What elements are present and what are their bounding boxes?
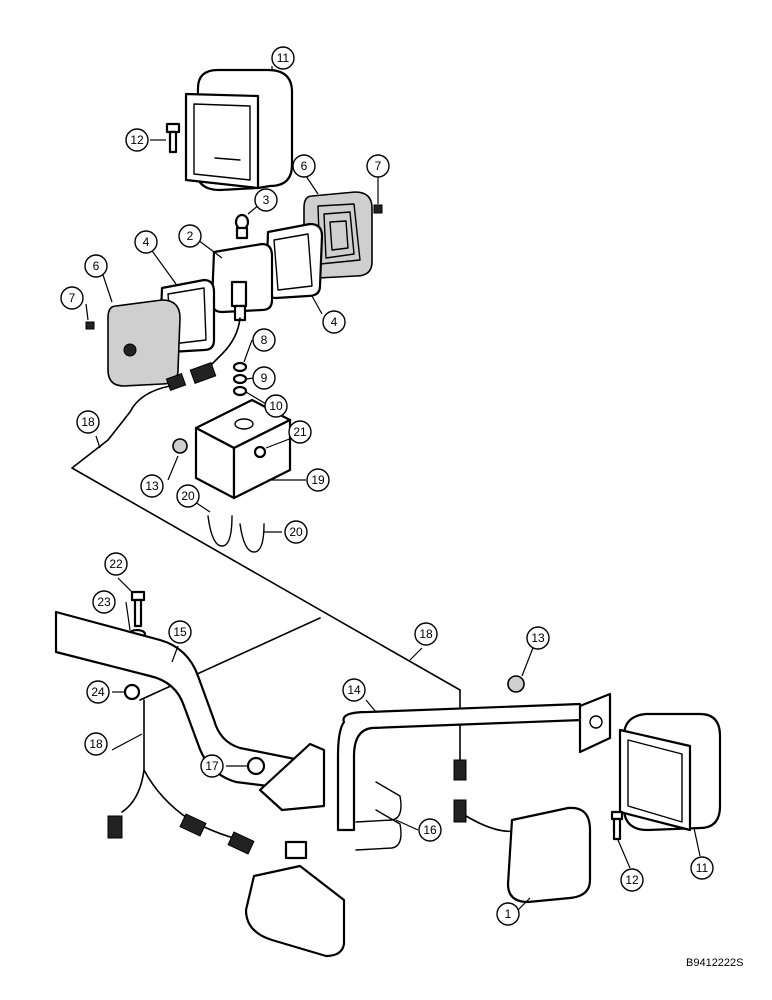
svg-text:15: 15 xyxy=(173,625,187,639)
callout-17: 17 xyxy=(200,754,224,778)
mounting-arm-right xyxy=(336,702,584,832)
svg-text:11: 11 xyxy=(696,861,709,875)
lamp-housing-top xyxy=(184,68,294,192)
callout-24: 24 xyxy=(86,680,110,704)
bulb xyxy=(234,213,250,240)
callout-6-left: 6 xyxy=(84,254,108,278)
work-lamp-right xyxy=(506,806,592,904)
nut-13-lower xyxy=(507,675,525,693)
svg-text:16: 16 xyxy=(423,823,437,837)
nut-24 xyxy=(123,683,141,701)
lamp-housing-right xyxy=(618,712,722,832)
callout-19: 19 xyxy=(306,468,330,492)
nut xyxy=(232,385,248,397)
callout-3: 3 xyxy=(254,188,278,212)
gasket-right xyxy=(264,222,324,300)
bolt-22 xyxy=(127,590,147,640)
svg-text:13: 13 xyxy=(531,631,545,645)
svg-text:11: 11 xyxy=(277,51,290,65)
callout-13-lower: 13 xyxy=(526,626,550,650)
svg-text:17: 17 xyxy=(205,759,219,773)
callout-16: 16 xyxy=(418,818,442,842)
mounting-arm-left xyxy=(54,610,326,812)
svg-text:6: 6 xyxy=(93,259,100,273)
callout-21: 21 xyxy=(288,420,312,444)
callout-11-right: 11 xyxy=(690,856,714,880)
connector-right-1 xyxy=(453,759,467,781)
callout-14: 14 xyxy=(342,678,366,702)
washer xyxy=(232,361,248,373)
callout-7-left: 7 xyxy=(60,286,84,310)
svg-text:10: 10 xyxy=(269,399,283,413)
callout-12-right: 12 xyxy=(620,868,644,892)
callout-15: 15 xyxy=(168,620,192,644)
nut-17 xyxy=(246,756,266,776)
callout-18-upper: 18 xyxy=(76,410,100,434)
u-bolt-lower xyxy=(355,781,402,823)
callout-4-right: 4 xyxy=(322,310,346,334)
svg-text:1: 1 xyxy=(505,907,512,921)
svg-text:4: 4 xyxy=(143,235,150,249)
lock-washer xyxy=(232,373,248,385)
callout-18-right: 18 xyxy=(414,622,438,646)
bracket-nut xyxy=(253,445,267,459)
nut-13-upper xyxy=(172,438,188,454)
callout-10: 10 xyxy=(264,394,288,418)
svg-text:19: 19 xyxy=(311,473,325,487)
callout-12-top: 12 xyxy=(125,128,149,152)
svg-text:23: 23 xyxy=(97,595,111,609)
svg-text:21: 21 xyxy=(293,425,307,439)
svg-text:2: 2 xyxy=(187,229,194,243)
svg-text:13: 13 xyxy=(145,479,159,493)
callout-2: 2 xyxy=(178,224,202,248)
svg-text:20: 20 xyxy=(289,525,303,539)
callout-8: 8 xyxy=(252,328,276,352)
connector-upper xyxy=(189,362,217,384)
callout-1: 1 xyxy=(496,902,520,926)
svg-text:18: 18 xyxy=(419,627,433,641)
svg-text:12: 12 xyxy=(130,133,144,147)
screw-top-right xyxy=(373,204,383,214)
callout-23: 23 xyxy=(92,590,116,614)
drawing-reference-code: B9412222S xyxy=(686,957,744,969)
lamp-bracket-small xyxy=(284,840,308,860)
svg-text:22: 22 xyxy=(109,557,123,571)
svg-text:7: 7 xyxy=(69,291,76,305)
leader-lines xyxy=(85,66,701,913)
svg-text:18: 18 xyxy=(89,737,103,751)
callout-4-left: 4 xyxy=(134,230,158,254)
u-bolt-upper xyxy=(207,515,233,547)
svg-text:6: 6 xyxy=(301,159,308,173)
callout-6-right: 6 xyxy=(292,154,316,178)
svg-text:4: 4 xyxy=(331,315,338,329)
callout-20-lower: 20 xyxy=(284,520,308,544)
screw-left xyxy=(85,321,95,330)
svg-text:18: 18 xyxy=(81,415,95,429)
callout-9: 9 xyxy=(252,366,276,390)
svg-text:7: 7 xyxy=(375,159,382,173)
lamp-base-plate xyxy=(210,242,274,322)
svg-text:9: 9 xyxy=(261,371,268,385)
svg-text:8: 8 xyxy=(261,333,268,347)
work-lamp-lower xyxy=(244,864,346,958)
callout-11-top: 11 xyxy=(271,46,295,70)
svg-text:14: 14 xyxy=(347,683,361,697)
callout-13-upper: 13 xyxy=(140,474,164,498)
callout-20-upper: 20 xyxy=(176,484,200,508)
svg-text:20: 20 xyxy=(181,489,195,503)
svg-text:12: 12 xyxy=(625,873,639,887)
callout-18-lower: 18 xyxy=(84,732,108,756)
svg-text:24: 24 xyxy=(91,685,105,699)
callout-22: 22 xyxy=(104,552,128,576)
svg-text:3: 3 xyxy=(263,193,270,207)
lens-left xyxy=(107,299,181,387)
wire-harness-main xyxy=(71,439,461,691)
bolt-top xyxy=(165,122,181,154)
callout-7-right: 7 xyxy=(366,154,390,178)
connector-lower-1 xyxy=(107,815,123,839)
